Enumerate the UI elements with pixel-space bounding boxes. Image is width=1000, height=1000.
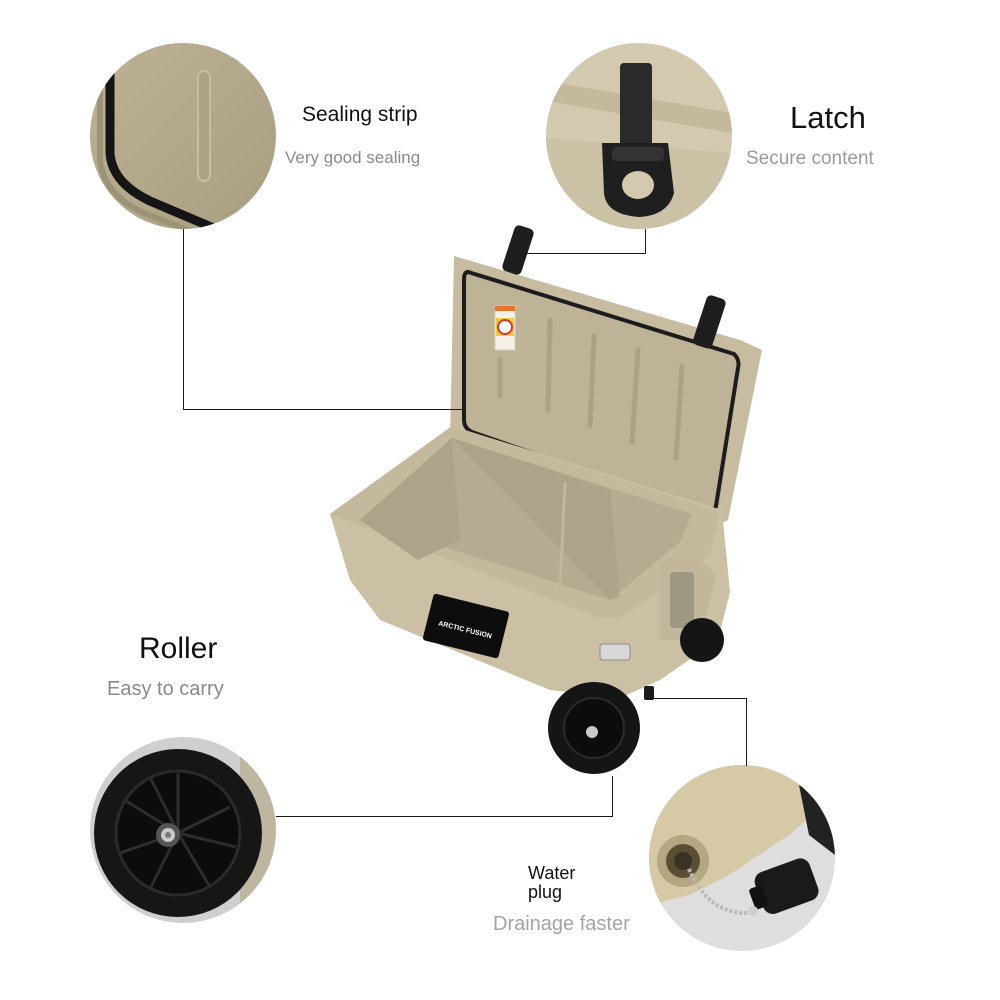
water-plug-connector-horizontal: [652, 698, 747, 699]
cooler-product-image: ARCTIC FUSION: [320, 220, 790, 780]
water-plug-title: Water plug: [528, 864, 575, 902]
latch-detail-image: [546, 43, 732, 229]
water-plug-connector-vertical: [746, 698, 747, 766]
roller-detail-image: [90, 737, 276, 923]
water-plug-subtitle: Drainage faster: [493, 913, 630, 935]
latch-subtitle: Secure content: [746, 148, 874, 169]
water-plug-title-line2: plug: [528, 882, 563, 902]
roller-connector-vertical: [612, 776, 613, 817]
sealing-strip-detail-image: [90, 43, 276, 229]
wheel-illustration: [90, 737, 276, 923]
cooler-illustration: ARCTIC FUSION: [330, 225, 762, 774]
water-plug-title-line1: Water: [528, 863, 576, 883]
roller-connector-horizontal: [276, 816, 613, 817]
latch-title: Latch: [790, 100, 866, 135]
sealing-strip-illustration: [90, 43, 276, 229]
water-plug-illustration: [649, 765, 835, 951]
sealing-connector-vertical: [183, 229, 184, 409]
latch-illustration: [546, 43, 732, 229]
sealing-strip-subtitle: Very good sealing: [285, 148, 421, 167]
water-plug-detail-image: [649, 765, 835, 951]
roller-title: Roller: [139, 632, 218, 665]
sealing-strip-title: Sealing strip: [302, 103, 418, 126]
roller-subtitle: Easy to carry: [107, 678, 224, 700]
latch-connector-horizontal: [522, 253, 646, 254]
latch-connector-vertical: [645, 229, 646, 254]
sealing-connector-horizontal: [183, 409, 463, 410]
